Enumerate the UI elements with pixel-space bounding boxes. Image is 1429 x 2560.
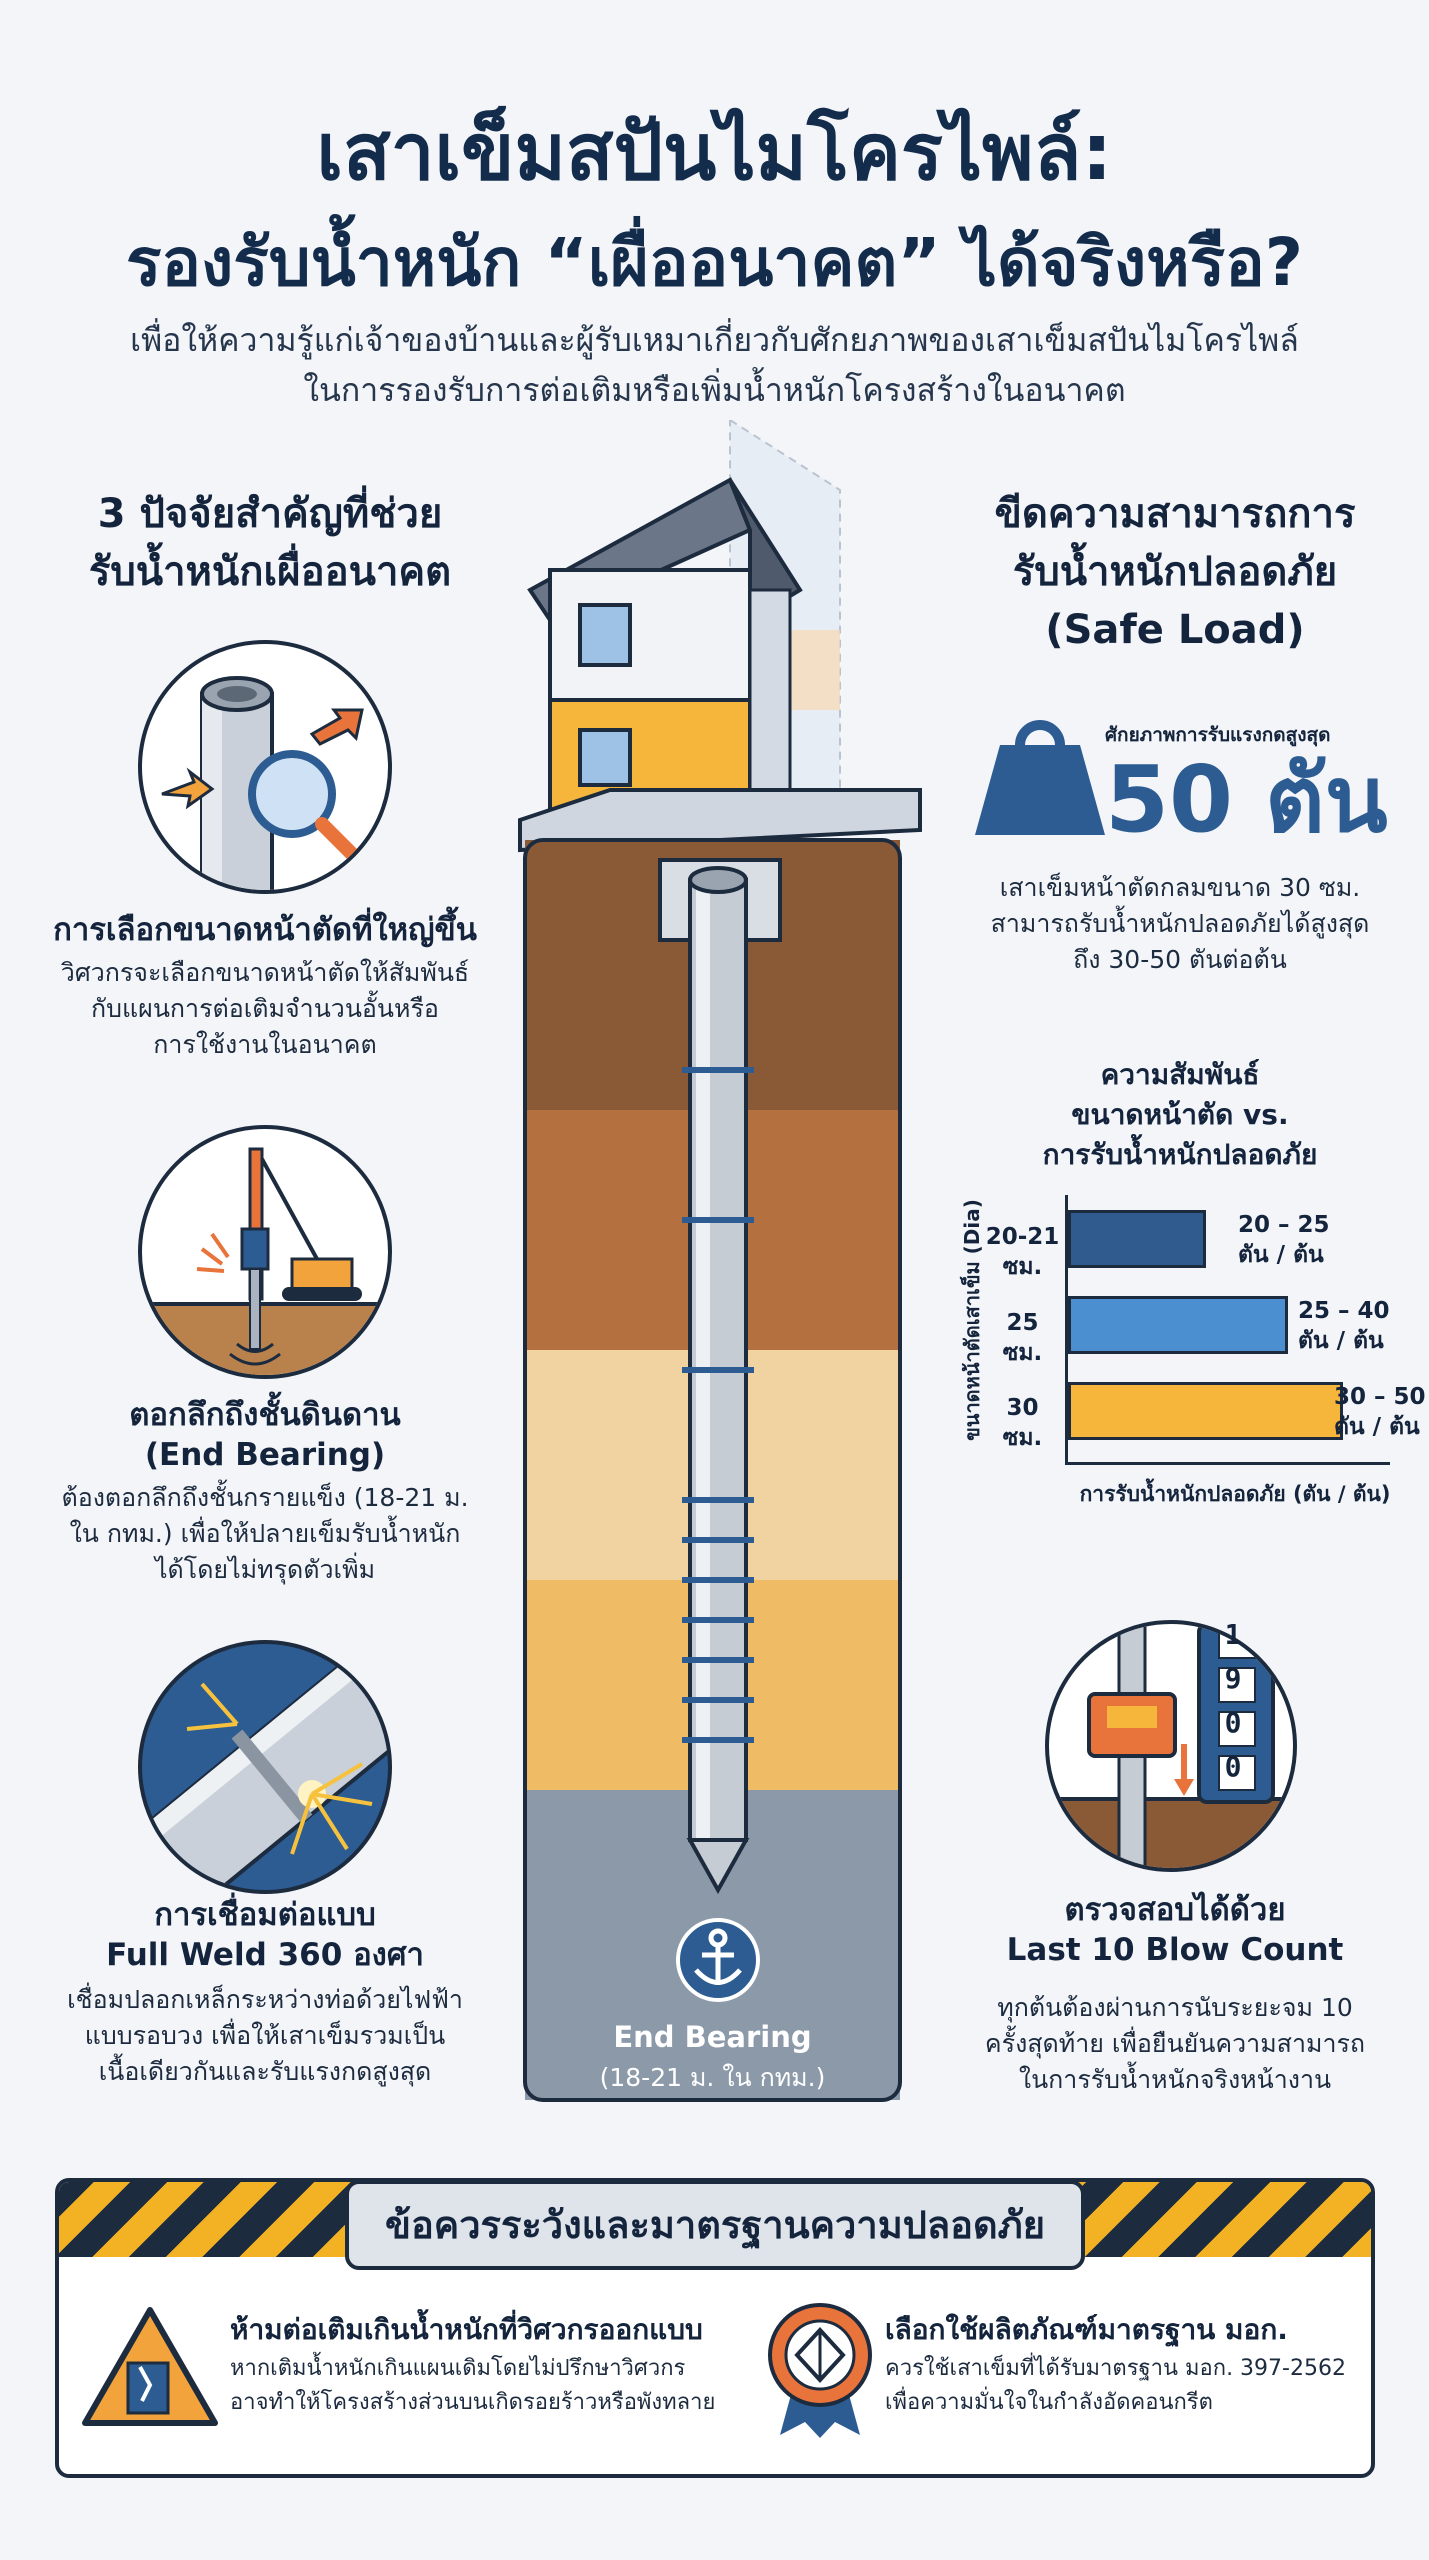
factors-heading: 3 ปัจจัยสำคัญที่ช่วย รับน้ำหนักเผื่ออนาค… — [30, 485, 510, 601]
blow-count-desc: ทุกต้นต้องผ่านการนับระยะจม 10 ครั้งสุดท้… — [984, 1993, 1366, 2094]
blow-count-icon — [1045, 1620, 1297, 1872]
capacity-desc: เสาเข็มหน้าตัดกลมขนาด 30 ซม. สามารถรับน้… — [990, 873, 1370, 974]
chart-x-axis — [1065, 1462, 1390, 1465]
warning-icon — [82, 2307, 218, 2426]
chart-category-label: 30 ซม. — [1002, 1395, 1043, 1451]
standard-desc: ควรใช้เสาเข็มที่ได้รับมาตรฐาน มอก. 397-2… — [885, 2356, 1346, 2415]
factors-heading-line2: รับน้ำหนักเผื่ออนาคต — [88, 549, 452, 595]
house-illustration — [527, 477, 803, 812]
chart-value-label: 25 – 40 ตัน / ต้น — [1298, 1298, 1390, 1354]
safety-banner — [55, 2178, 1375, 2478]
capacity-value: 50 ตัน — [1105, 746, 1388, 853]
standard-title: เลือกใช้ผลิตภัณฑ์มาตรฐาน มอก. — [885, 2313, 1288, 2346]
chart-value-label: 30 – 50 ตัน / ต้น — [1334, 1384, 1426, 1440]
end-bearing-depth: (18-21 ม. ใน กทม.) — [599, 2063, 826, 2092]
banner-title: ข้อควรระวังและมาตรฐานความปลอดภัย — [345, 2180, 1085, 2270]
counter-digit: 9 — [1224, 1662, 1242, 1695]
counter-digit: 0 — [1224, 1750, 1242, 1783]
micropile — [682, 866, 754, 1895]
factor-end-bearing-desc: ต้องตอกลึกถึงชั้นกรายแข็ง (18-21 ม. ใน ก… — [61, 1483, 469, 1584]
subtitle-line2: ในการรองรับการต่อเติมหรือเพิ่มน้ำหนักโคร… — [303, 371, 1126, 409]
capacity-caption: ศักยภาพการรับแรงกดสูงสุด — [1105, 724, 1331, 746]
counter-digit: 1 — [1224, 1618, 1242, 1651]
chart-category-label: 25 ซม. — [1002, 1310, 1043, 1366]
chart-y-axis-label: ขนาดหน้าตัดเสาเข็ม (Dia) — [960, 1199, 985, 1441]
large-section-icon — [138, 640, 392, 894]
pile-driver-icon — [138, 1125, 392, 1379]
subtitle: เพื่อให้ความรู้แก่เจ้าของบ้านและผู้รับเห… — [130, 321, 1299, 359]
chart-x-axis-label: การรับน้ำหนักปลอดภัย (ตัน / ต้น) — [1079, 1482, 1391, 1506]
warning-desc: หากเติมน้ำหนักเกินแผนเดิมโดยไม่ปรึกษาวิศ… — [230, 2356, 716, 2415]
page-title-line2: รองรับน้ำหนัก “เผื่ออนาคต” ได้จริงหรือ? — [125, 224, 1304, 301]
end-bearing-label: End Bearing — [613, 2020, 812, 2054]
blow-count-title: ตรวจสอบได้ด้วย Last 10 Blow Count — [1006, 1892, 1344, 1968]
chart-bar — [1068, 1296, 1288, 1354]
weight-icon — [975, 720, 1105, 835]
page-title: เสาเข็มสปันไมโครไพล์: — [316, 108, 1113, 198]
chart-bar — [1068, 1382, 1343, 1440]
standard-badge-icon — [768, 2303, 872, 2438]
factor-end-bearing-title: ตอกลึกถึงชั้นดินดาน (End Bearing) — [129, 1397, 401, 1473]
warning-title: ห้ามต่อเติมเกินน้ำหนักที่วิศวกรออกแบบ — [230, 2313, 703, 2346]
chart-y-axis — [1065, 1195, 1068, 1465]
chart-value-label: 20 – 25 ตัน / ต้น — [1238, 1212, 1330, 1268]
chart-title: ความสัมพันธ์ ขนาดหน้าตัด vs. การรับน้ำหน… — [1042, 1058, 1318, 1171]
factor-section-desc: วิศวกรจะเลือกขนาดหน้าตัดให้สัมพันธ์ กับแ… — [60, 958, 470, 1059]
weld-icon — [138, 1640, 392, 1894]
chart-bar — [1068, 1210, 1206, 1268]
counter-digit: 0 — [1224, 1706, 1242, 1739]
factors-heading-line1: 3 ปัจจัยสำคัญที่ช่วย — [97, 491, 443, 537]
factor-weld-desc: เชื่อมปลอกเหล็กระหว่างท่อด้วยไฟฟ้า แบบรอ… — [67, 1985, 463, 2086]
factor-section-title: การเลือกขนาดหน้าตัดที่ใหญ่ขึ้น — [53, 912, 477, 948]
safe-load-heading: ขีดความสามารถการ รับน้ำหนักปลอดภัย (Safe… — [994, 491, 1356, 653]
pile-cross-section — [518, 420, 922, 2102]
chart-category-label: 20-21 ซม. — [985, 1224, 1060, 1280]
factor-weld-title: การเชื่อมต่อแบบ Full Weld 360 องศา — [106, 1897, 424, 1973]
